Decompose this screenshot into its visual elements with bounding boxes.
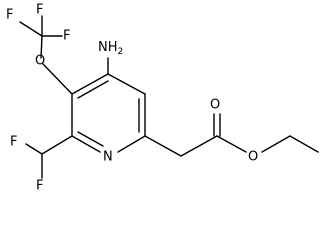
- bond-ring-n-c2: [71, 135, 101, 153]
- bond-ring-c3-c4: [71, 73, 109, 95]
- bond-cf3-o: [40, 35, 43, 59]
- atom-o-carbonyl: O: [210, 98, 220, 113]
- atom-f-bottom: F: [36, 179, 43, 194]
- bond-oester-ch2: [261, 135, 291, 153]
- bond-ethyl: [289, 135, 319, 153]
- bond-ring-c4-c5: [107, 73, 146, 95]
- bonds: [19, 15, 319, 179]
- bond-chf2-f-left: [25, 143, 43, 155]
- bond-c2-chf2: [41, 135, 73, 155]
- atom-nh2: NH2: [98, 40, 123, 57]
- atom-labels: F F F O NH2 N F F O O: [6, 3, 258, 194]
- atom-f-top-right: F: [63, 29, 70, 44]
- atom-f-top-mid: F: [36, 3, 43, 18]
- atom-o-ester: O: [248, 150, 258, 165]
- atom-f-top-left: F: [6, 8, 13, 23]
- bond-cf3-f-top-left: [19, 21, 43, 37]
- bond-c6-ch2: [144, 135, 182, 157]
- bond-ring-c3-c4-double: [77, 80, 109, 99]
- atom-f-left: F: [10, 135, 17, 150]
- bond-ch2-carbonyl: [180, 135, 218, 157]
- bond-o-ring: [42, 63, 73, 95]
- atom-o-ether: O: [35, 54, 45, 69]
- bond-carbonyl-oester: [216, 135, 247, 153]
- chemical-structure: F F F O NH2 N F F O O: [6, 3, 319, 194]
- bond-ring-n-c2-double: [77, 131, 104, 147]
- atom-n-ring: N: [103, 150, 113, 165]
- bond-ring-c6-n: [117, 135, 146, 153]
